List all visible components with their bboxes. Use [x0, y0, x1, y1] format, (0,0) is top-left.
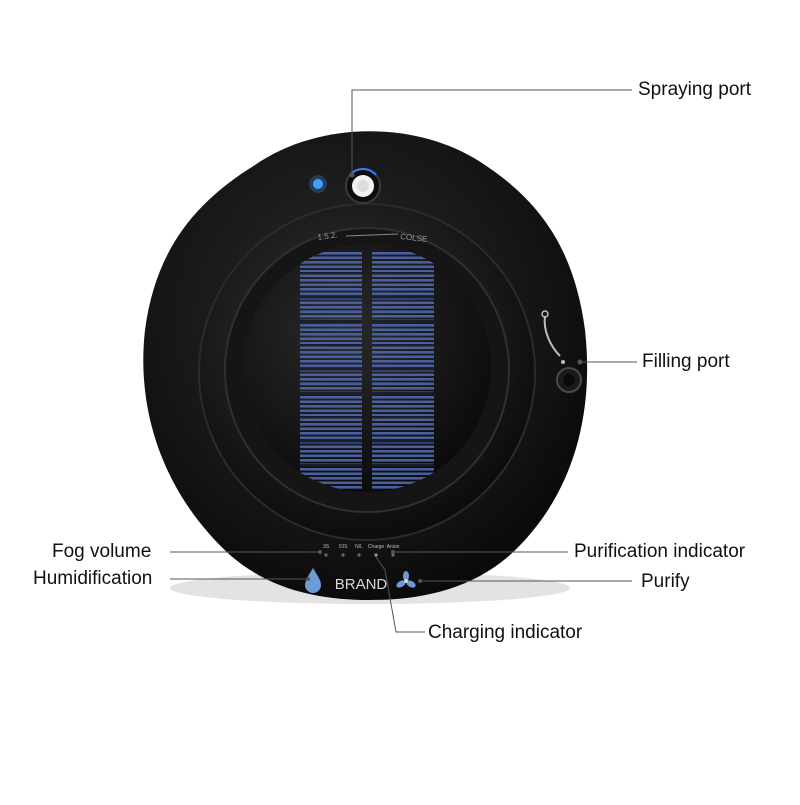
- indicator-label: Anion: [387, 544, 400, 550]
- callout-fog-volume: Fog volume: [52, 541, 152, 562]
- callout-humidification: Humidification: [33, 568, 153, 589]
- indicator-dot: [324, 553, 328, 557]
- filling-port-marker: [543, 315, 561, 357]
- status-led-icon: [313, 179, 323, 189]
- indicator-dot: [391, 553, 395, 557]
- indicator-label: N/L: [355, 544, 363, 550]
- solar-panel-base: [243, 244, 491, 492]
- solar-panel-cells: [300, 252, 434, 489]
- humidification-drop-icon: [305, 568, 321, 593]
- callout-spraying-port: Spraying port: [638, 79, 752, 100]
- indicator-label: 3S: [323, 544, 330, 550]
- indicator-dot: [357, 553, 361, 557]
- dial-right-label: COLSE: [400, 232, 428, 244]
- callout-purify: Purify: [641, 571, 690, 592]
- brand-label: BRAND: [335, 576, 388, 593]
- callout-charging-indicator: Charging indicator: [428, 622, 583, 643]
- dial-left-label: 1.5.2.: [317, 230, 338, 242]
- indicator-dot: [374, 553, 378, 557]
- purify-fan-icon: [396, 571, 416, 588]
- leader-lines: [170, 89, 637, 633]
- indicator-label: 10S: [339, 544, 349, 550]
- indicator-label: Charge: [368, 544, 385, 550]
- callout-filling-port: Filling port: [642, 351, 730, 372]
- indicator-dot: [341, 553, 345, 557]
- callout-purification-indicator: Purification indicator: [574, 541, 746, 562]
